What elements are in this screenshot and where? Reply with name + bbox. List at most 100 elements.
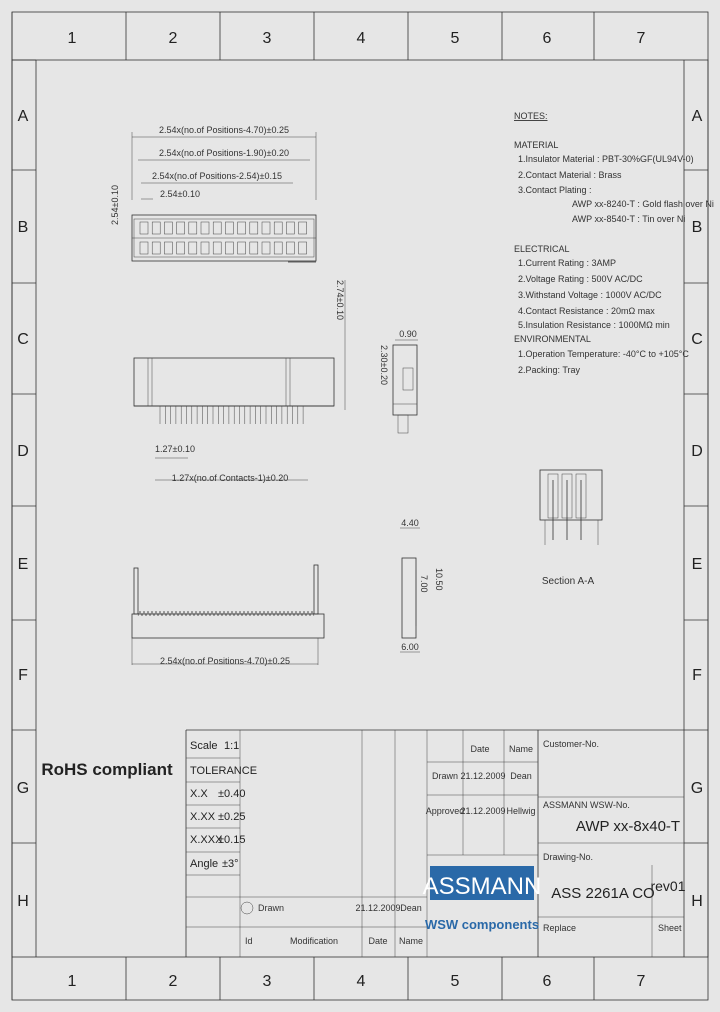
- row-label-B: B: [18, 219, 29, 236]
- drawn-name: Dean: [510, 771, 532, 781]
- contact-cell: [188, 221, 198, 235]
- material-line-1: 1.Insulator Material : PBT-30%GF(UL94V-0…: [518, 154, 694, 164]
- row-rulers: A B C D E F G H A B C D E F G H: [12, 59, 708, 957]
- column-ruler-bottom: 1 2 3 4 5 6 7: [68, 957, 646, 1000]
- contact-cell: [164, 241, 173, 255]
- contact-cell: [249, 221, 259, 235]
- contact-cell: [212, 241, 222, 255]
- row-label-right-G: G: [691, 780, 703, 797]
- sheet-label: Sheet: [658, 923, 682, 933]
- material-line-3: 3.Contact Plating :: [518, 185, 592, 195]
- contact-cell: [298, 221, 307, 235]
- row-label-right-B: B: [692, 219, 703, 236]
- electrical-heading: ELECTRICAL: [514, 244, 570, 254]
- col-label-bottom-3: 3: [263, 973, 272, 990]
- notes-block: NOTES: MATERIAL 1.Insulator Material : P…: [514, 111, 714, 375]
- part-number: AWP xx-8x40-T: [576, 818, 680, 835]
- row-label-right-E: E: [692, 556, 703, 573]
- column-ruler-top: 1 2 3 4 5 6 7: [68, 12, 646, 60]
- side-view: 0.90 2.30±0.20: [379, 329, 418, 434]
- electrical-line-1: 1.Current Rating : 3AMP: [518, 258, 616, 268]
- col-label-bottom-5: 5: [451, 973, 460, 990]
- side-view-e: 4.40 7.00 10.50 6.00: [400, 518, 444, 653]
- name-header-bottom: Name: [399, 936, 423, 946]
- customer-no-label: Customer-No.: [543, 739, 599, 749]
- environmental-heading: ENVIRONMENTAL: [514, 334, 591, 344]
- col-label-5: 5: [451, 30, 460, 47]
- approved-label: Approved: [426, 806, 465, 816]
- plating-line-1: AWP xx-8240-T : Gold flash over Ni: [572, 199, 714, 209]
- tol-val-1: ±0.40: [218, 788, 245, 800]
- drawing-number: ASS 2261A CO: [551, 885, 654, 902]
- plating-line-2: AWP xx-8540-T : Tin over Ni: [572, 214, 685, 224]
- drawing-no-label: Drawing-No.: [543, 852, 593, 862]
- section-a-a: Section A-A: [539, 469, 603, 587]
- rev-drawn-date: 21.12.2009: [355, 903, 400, 913]
- col-label-1: 1: [68, 30, 77, 47]
- dim-e-w2: 6.00: [401, 642, 419, 652]
- row-label-C: C: [17, 331, 29, 348]
- row-label-G: G: [17, 780, 29, 797]
- angle-value: ±3°: [222, 858, 239, 870]
- assmann-logo: ASSMANN WSW components: [423, 866, 541, 932]
- dim-side-2: 2.74±0.10: [335, 280, 345, 320]
- col-label-6: 6: [543, 30, 552, 47]
- front-view: 2.74±0.10 1.27±0.10 1.27x(no.of Contacts…: [133, 280, 346, 483]
- contact-cell: [249, 241, 259, 255]
- approved-name: Hellwig: [506, 806, 535, 816]
- contact-cell: [237, 241, 246, 255]
- electrical-line-5: 5.Insulation Resistance : 1000MΩ min: [518, 320, 670, 330]
- scale-label: Scale: [190, 740, 218, 752]
- id-header: Id: [245, 936, 253, 946]
- electrical-line-4: 4.Contact Resistance : 20mΩ max: [518, 306, 655, 316]
- contact-cell: [225, 221, 234, 235]
- replace-label: Replace: [543, 923, 576, 933]
- contact-cell: [261, 221, 271, 235]
- dim-side-1: 0.90: [399, 329, 417, 339]
- drawn-label: Drawn: [432, 771, 458, 781]
- contact-cell: [176, 221, 185, 235]
- date-header: Date: [470, 744, 489, 754]
- col-label-bottom-4: 4: [357, 973, 366, 990]
- drawn-date: 21.12.2009: [460, 771, 505, 781]
- contact-cell: [237, 221, 246, 235]
- tol-key-3: X.XXX: [190, 834, 223, 846]
- dim-bottom-mid: 1.27x(no.of Contacts-1)±0.20: [172, 473, 289, 483]
- col-label-bottom-7: 7: [637, 973, 646, 990]
- col-label-3: 3: [263, 30, 272, 47]
- contact-cell: [273, 241, 283, 255]
- tolerance-label: TOLERANCE: [190, 765, 257, 777]
- revision: rev01: [650, 878, 685, 894]
- col-label-2: 2: [169, 30, 178, 47]
- col-label-bottom-6: 6: [543, 973, 552, 990]
- name-header: Name: [509, 744, 533, 754]
- col-label-bottom-2: 2: [169, 973, 178, 990]
- contact-cell: [212, 221, 222, 235]
- notes-title: NOTES:: [514, 111, 548, 121]
- contact-cell: [298, 241, 307, 255]
- tol-val-3: ±0.15: [218, 834, 245, 846]
- environmental-line-2: 2.Packing: Tray: [518, 365, 581, 375]
- row-label-E: E: [18, 556, 29, 573]
- rohs-label: RoHS compliant: [41, 760, 173, 779]
- contact-cell: [286, 221, 295, 235]
- col-label-4: 4: [357, 30, 366, 47]
- col-label-7: 7: [637, 30, 646, 47]
- dim-e-w: 4.40: [401, 518, 419, 528]
- assmann-no-label: ASSMANN WSW-No.: [543, 800, 630, 810]
- bottom-view: 2.54x(no.of Positions-4.70)±0.25: [131, 564, 325, 666]
- contact-cell: [176, 241, 185, 255]
- modification-header: Modification: [290, 936, 338, 946]
- tol-key-1: X.X: [190, 788, 208, 800]
- electrical-line-2: 2.Voltage Rating : 500V AC/DC: [518, 274, 643, 284]
- approved-date: 21.12.2009: [460, 806, 505, 816]
- section-label: Section A-A: [542, 576, 595, 587]
- electrical-line-3: 3.Withstand Voltage : 1000V AC/DC: [518, 290, 662, 300]
- contact-cell: [164, 221, 173, 235]
- row-label-right-C: C: [691, 331, 703, 348]
- angle-label: Angle: [190, 858, 218, 870]
- top-view: 2.54x(no.of Positions-4.70)±0.25 2.54x(n…: [110, 125, 317, 263]
- contact-cell: [286, 241, 295, 255]
- material-line-2: 2.Contact Material : Brass: [518, 170, 622, 180]
